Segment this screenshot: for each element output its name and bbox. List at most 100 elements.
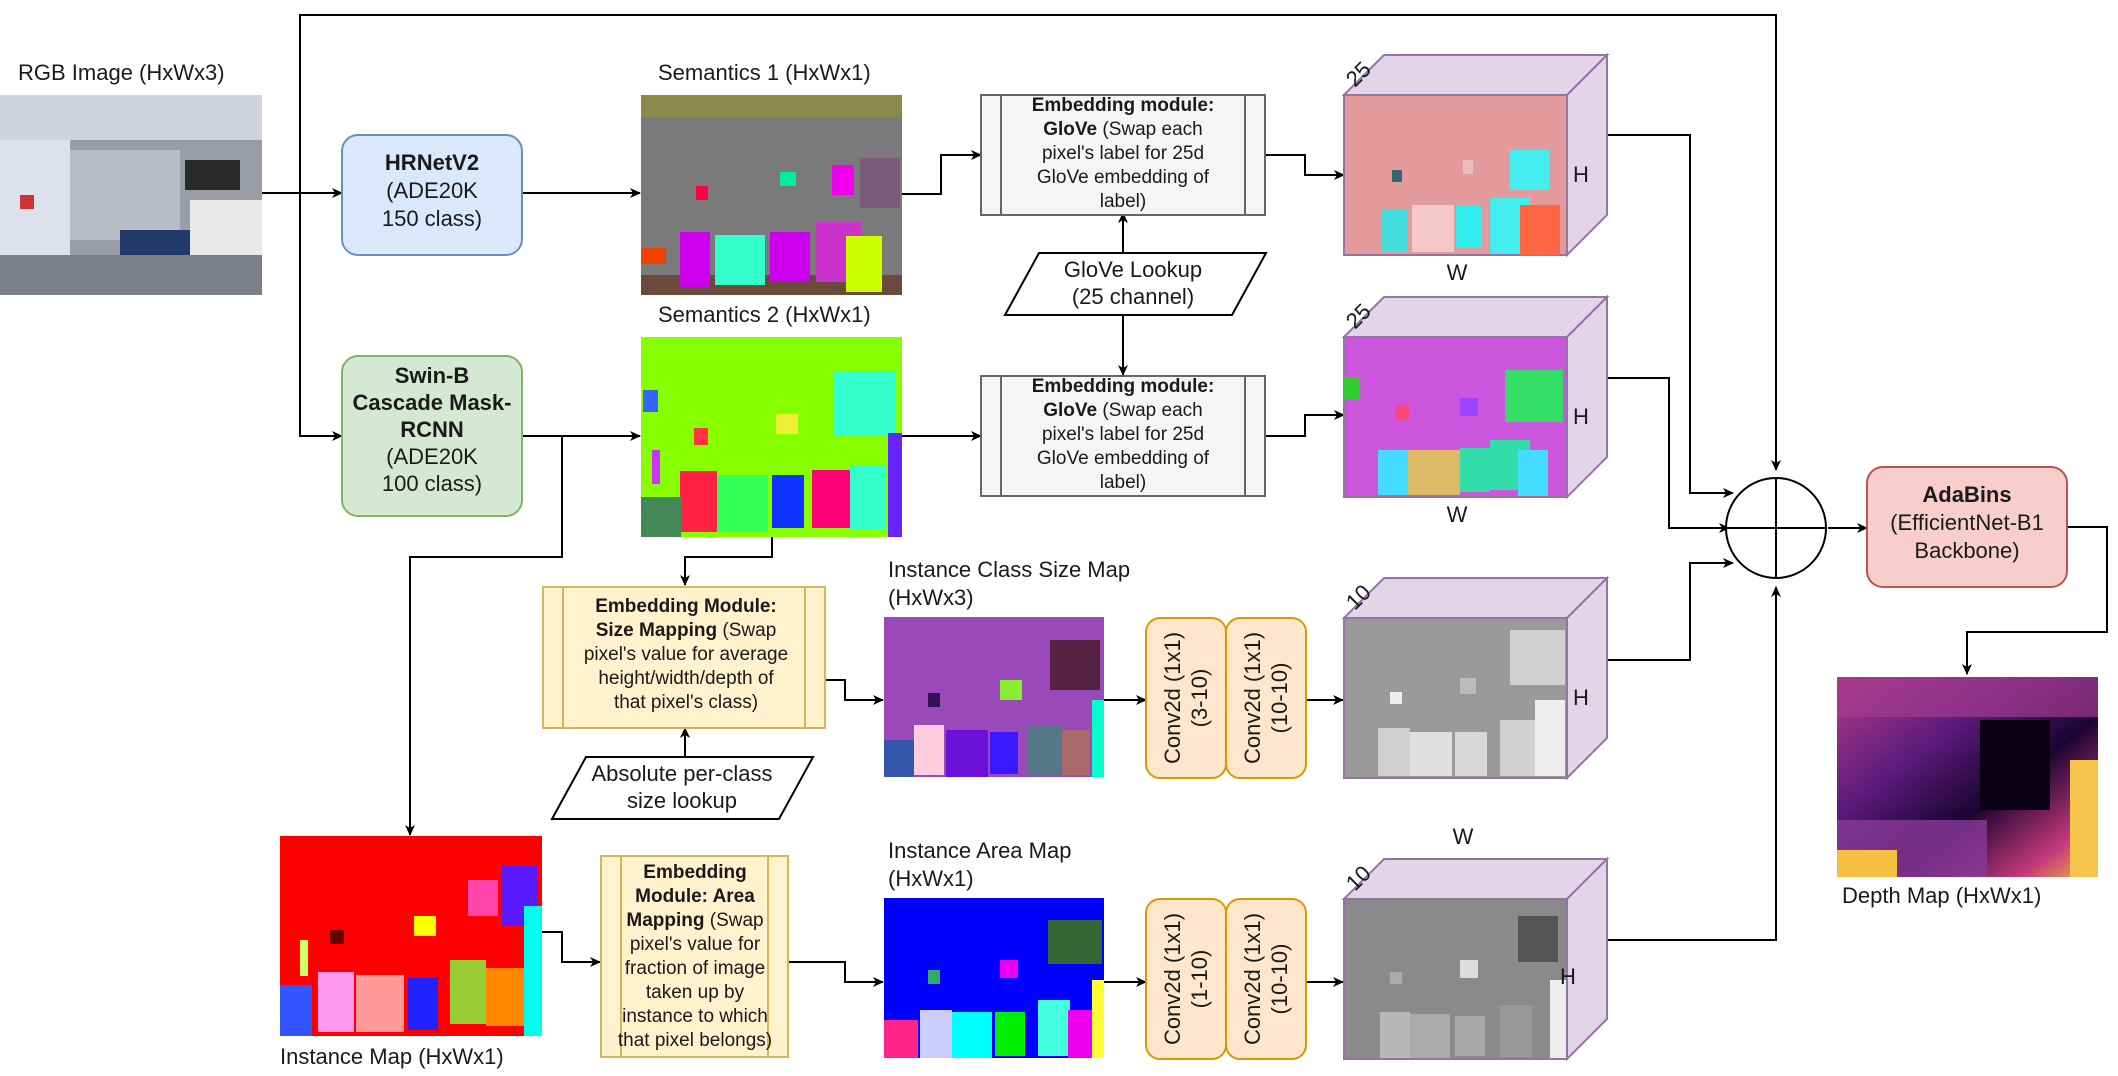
size-lookup-line1: Absolute per-class bbox=[592, 761, 773, 786]
embed-glove-1-line1: GloVe (Swap each bbox=[1043, 119, 1202, 140]
conv-area-a: Conv2d (1x1) (1-10) bbox=[1145, 898, 1227, 1060]
arrow-cube3-to-combiner bbox=[1607, 558, 1734, 661]
class-size-map bbox=[884, 617, 1104, 777]
embed-area-line2: Module: Area bbox=[635, 886, 755, 907]
embed-glove-1-title: Embedding module: bbox=[1032, 95, 1215, 116]
embed-area-line5: fraction of image bbox=[625, 958, 765, 979]
cube-2-w: W bbox=[1447, 502, 1468, 527]
embed-glove-2-line3: GloVe embedding of bbox=[1037, 448, 1210, 469]
adabins-box: AdaBins (EfficientNet-B1 Backbone) bbox=[1866, 466, 2068, 588]
cube-4-h: H bbox=[1560, 964, 1576, 989]
hrnet-box-rect bbox=[341, 134, 523, 256]
embed-area-line1: Embedding bbox=[643, 862, 746, 883]
glove-lookup-line1: GloVe Lookup bbox=[1064, 257, 1202, 282]
cube-3-top bbox=[1341, 577, 1610, 619]
embed-area: Embedding Module: Area Mapping (Swap pix… bbox=[600, 855, 789, 1058]
embed-glove-2-line1: GloVe (Swap each bbox=[1043, 400, 1202, 421]
conv-size-a: Conv2d (1x1) (3-10) bbox=[1145, 617, 1227, 779]
feature-cube-3: 10 H W bbox=[1341, 575, 1610, 849]
conv-size-b-line1: Conv2d (1x1) bbox=[1240, 632, 1265, 764]
conv-size-b: Conv2d (1x1) (10-10) bbox=[1225, 617, 1307, 779]
arrow-areaembed-to-areamap bbox=[788, 961, 884, 987]
adabins-title: AdaBins bbox=[1922, 482, 2011, 507]
arrow-sem1-to-embed1 bbox=[902, 150, 982, 195]
area-map-label-1: Instance Area Map bbox=[888, 838, 1071, 863]
swin-title-2: Cascade Mask- bbox=[353, 390, 512, 415]
embed-glove-1-rect bbox=[980, 94, 1266, 216]
conv-size-a-line1: Conv2d (1x1) bbox=[1160, 632, 1185, 764]
embed-size-rect bbox=[542, 586, 826, 729]
arrow-cube2-to-combiner bbox=[1607, 377, 1730, 533]
cube-2-h: H bbox=[1573, 404, 1589, 429]
embed-size-line3: pixel's value for average bbox=[584, 644, 788, 665]
arrow-swin-to-instance bbox=[405, 435, 563, 836]
instance-map bbox=[280, 836, 542, 1036]
cube-3-h: H bbox=[1573, 685, 1589, 710]
arrow-rgb-to-swin bbox=[299, 193, 343, 441]
class-size-label-1: Instance Class Size Map bbox=[888, 557, 1130, 582]
arrow-embed2-to-cube2 bbox=[1265, 410, 1345, 437]
embed-size-title: Embedding Module: bbox=[595, 596, 777, 617]
arrow-cube1-to-combiner bbox=[1607, 134, 1734, 498]
embed-area-line4: pixel's value for bbox=[630, 934, 761, 955]
embed-size-line2: Size Mapping (Swap bbox=[596, 620, 777, 641]
cube-3-w: W bbox=[1453, 824, 1474, 849]
sem1-label: Semantics 1 (HxWx1) bbox=[658, 60, 871, 85]
feature-cube-2: 25 H W bbox=[1341, 294, 1610, 527]
arrow-embed1-to-cube1 bbox=[1265, 154, 1345, 180]
swin-sub2: 100 class) bbox=[382, 471, 482, 496]
conv-size-b-line2: (10-10) bbox=[1267, 663, 1292, 734]
conv-area-a-rect bbox=[1145, 898, 1227, 1060]
embed-area-line3: Mapping (Swap bbox=[626, 910, 763, 931]
swin-title-1: Swin-B bbox=[395, 363, 470, 388]
embed-glove-1-line4: label) bbox=[1100, 191, 1146, 212]
adabins-box-rect bbox=[1866, 466, 2068, 588]
adabins-sub2: Backbone) bbox=[1914, 538, 2019, 563]
swin-title-3: RCNN bbox=[400, 417, 464, 442]
conv-area-a-line1: Conv2d (1x1) bbox=[1160, 913, 1185, 1045]
conv-area-b-rect bbox=[1225, 898, 1307, 1060]
embed-glove-2-line2: pixel's label for 25d bbox=[1042, 424, 1204, 445]
embed-area-line7: instance to which bbox=[622, 1006, 768, 1027]
swin-sub1: (ADE20K bbox=[386, 444, 478, 469]
cube-1-h: H bbox=[1573, 162, 1589, 187]
rgb-image-label: RGB Image (HxWx3) bbox=[18, 60, 225, 85]
embed-glove-2: Embedding module: GloVe (Swap each pixel… bbox=[980, 375, 1266, 497]
size-lookup: Absolute per-class size lookup bbox=[550, 756, 815, 820]
cube-4-top bbox=[1341, 858, 1610, 900]
depth-map bbox=[1837, 677, 2098, 877]
semantics-2-map bbox=[641, 337, 902, 537]
class-size-label-2: (HxWx3) bbox=[888, 585, 974, 610]
feature-cube-4: 10 H bbox=[1341, 856, 1610, 1062]
area-map bbox=[884, 898, 1104, 1058]
embed-size-line4: height/width/depth of bbox=[598, 668, 774, 689]
adabins-sub1: (EfficientNet-B1 bbox=[1890, 510, 2044, 535]
semantics-1-map bbox=[641, 95, 902, 295]
size-lookup-line2: size lookup bbox=[627, 788, 737, 813]
embed-glove-2-line4: label) bbox=[1100, 472, 1146, 493]
embed-area-line6: taken up by bbox=[646, 982, 745, 1003]
conv-area-b-line1: Conv2d (1x1) bbox=[1240, 913, 1265, 1045]
arrow-sizeembed-to-classmap bbox=[825, 679, 884, 705]
embed-area-rect bbox=[600, 855, 789, 1058]
swin-box-rect bbox=[341, 355, 523, 517]
hrnet-box: HRNetV2 (ADE20K 150 class) bbox=[341, 134, 523, 256]
combiner-sum-node bbox=[1725, 477, 1827, 579]
cube-1-top bbox=[1341, 54, 1610, 96]
connectors bbox=[262, 14, 2108, 987]
arrow-sem2-to-size-embed bbox=[680, 537, 773, 586]
arrow-adabins-to-depth bbox=[1962, 526, 2108, 675]
rgb-image bbox=[0, 95, 262, 295]
hrnet-title: HRNetV2 bbox=[385, 150, 479, 175]
cube-1-w: W bbox=[1447, 260, 1468, 285]
arrow-instance-to-area-embed bbox=[542, 931, 601, 967]
depth-map-label: Depth Map (HxWx1) bbox=[1842, 883, 2041, 908]
glove-lookup-line2: (25 channel) bbox=[1072, 284, 1194, 309]
conv-area-b: Conv2d (1x1) (10-10) bbox=[1225, 898, 1307, 1060]
cube-2-top bbox=[1341, 296, 1610, 338]
conv-area-b-line2: (10-10) bbox=[1267, 944, 1292, 1015]
embed-glove-2-title: Embedding module: bbox=[1032, 376, 1215, 397]
glove-lookup: GloVe Lookup (25 channel) bbox=[1003, 252, 1268, 316]
swin-box: Swin-B Cascade Mask- RCNN (ADE20K 100 cl… bbox=[341, 355, 523, 517]
